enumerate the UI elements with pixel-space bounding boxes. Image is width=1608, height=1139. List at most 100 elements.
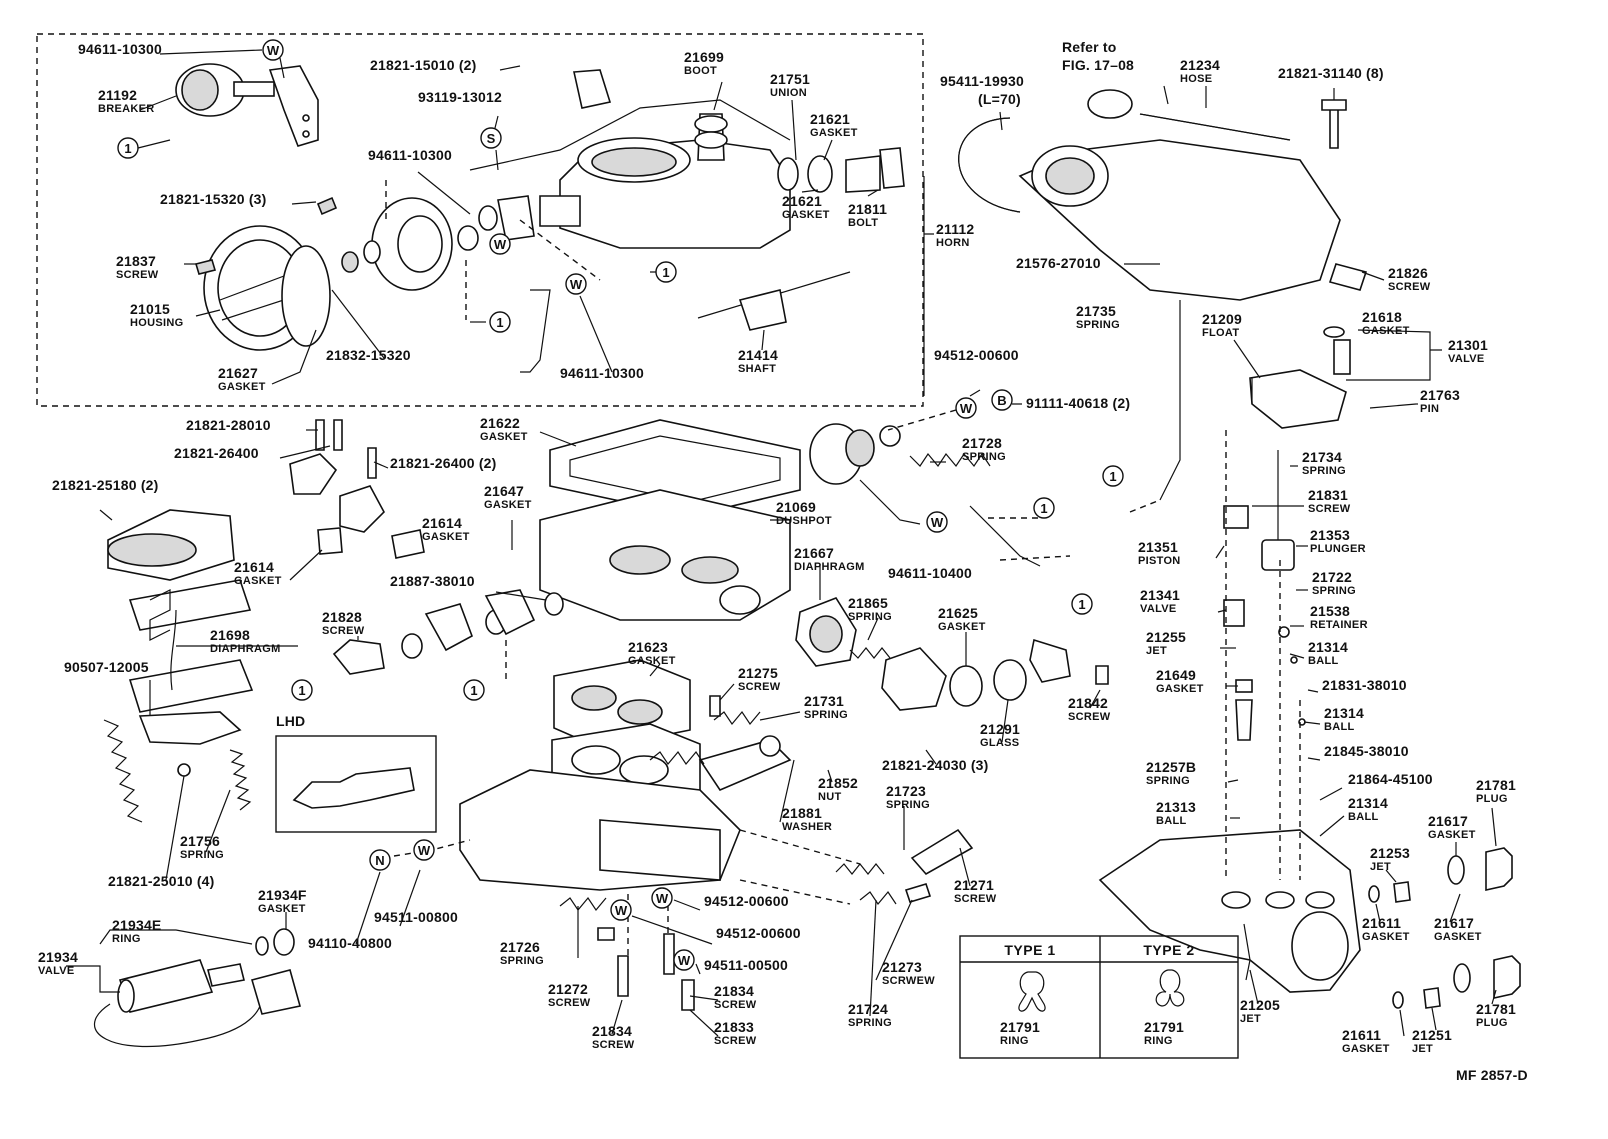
part-name: SCREW [738,681,781,693]
part-label: 93119-13012 [418,89,502,105]
part-number: 21622 [480,415,520,431]
part-number: 21618 [1362,309,1402,325]
part-name: HOSE [1180,73,1212,85]
part-number: 21865 [848,595,888,611]
part-name: RING [112,933,141,945]
part-number: 21722 [1312,569,1352,585]
callout-badge-letter: 1 [496,315,503,330]
callout-badge: W [610,899,632,921]
callout-badge-circle [480,127,502,149]
part-label: 21576-27010 [1016,255,1101,271]
part-number: 21834 [714,983,754,999]
part-name: GASKET [1428,829,1476,841]
part-number: LHD [276,713,305,729]
part-label: 21864-45100 [1348,771,1433,787]
callout-badge-letter: W [418,843,431,858]
part-name: GASKET [258,903,306,915]
float-part [1249,369,1347,429]
callout-badge-circle [463,679,485,701]
part-number: 21253 [1370,845,1410,861]
callout-badge-letter: W [678,953,691,968]
part-name: GLASS [980,737,1019,749]
callout-badge-letter: 1 [124,141,131,156]
part-label: 94512-00600 [704,893,789,909]
callout-badge-circle [610,899,632,921]
part-name: SCREW [548,997,591,1009]
part-number: 21251 [1412,1027,1452,1043]
choke-breaker-cover [107,509,254,713]
part-number: 21314 [1348,795,1388,811]
callout-badge-letter: B [997,393,1006,408]
callout-badge-circle [489,233,511,255]
part-name: PLUG [1476,1017,1508,1029]
part-name: GASKET [810,127,858,139]
part-label: (L=70) [978,91,1021,107]
fast-idle-screws [332,589,564,675]
callout-badge: N [369,849,391,871]
part-label: 94611-10400 [888,565,972,581]
part-name: UNION [770,87,807,99]
part-name: BALL [1308,655,1339,667]
part-name: SCREW [1388,281,1431,293]
part-name: JET [1240,1013,1261,1025]
part-number: 21273 [882,959,922,975]
callout-badge-circle [369,849,391,871]
part-number: 21826 [1388,265,1428,281]
part-number: 94511-00800 [374,909,458,925]
part-name: SPRING [848,611,892,623]
part-name: GASKET [782,209,830,221]
switch-parts [289,419,425,559]
part-label: 21887-38010 [390,573,475,589]
part-name: DUSHPOT [776,515,832,527]
part-name: SCREW [116,269,159,281]
part-name: BOOT [684,65,717,77]
part-name: SPRING [1146,775,1190,787]
part-name: SPRING [804,709,848,721]
callout-badge: W [955,397,977,419]
leader-lines [66,49,1497,1037]
callout-badge-letter: W [615,903,628,918]
part-name: GASKET [1156,683,1204,695]
callout-badge-letter: 1 [470,683,477,698]
part-name: SCREW [714,1035,757,1047]
part-number: 21617 [1428,813,1468,829]
part-number: 21621 [782,193,822,209]
part-number: 21864-45100 [1348,771,1433,787]
part-number: 94512-00600 [716,925,801,941]
part-name: GASKET [480,431,528,443]
callout-badge: 1 [489,311,511,333]
callout-badge-circle [926,511,948,533]
part-name: BREAKER [98,103,155,115]
part-name: SPRING [1076,319,1120,331]
piston-plunger-stack [1159,300,1306,741]
part-number: 21791 [1144,1019,1184,1035]
part-name: GASKET [1342,1043,1390,1055]
part-number: 21698 [210,627,250,643]
callout-badge: W [413,839,435,861]
callout-badge-letter: N [375,853,384,868]
ring-type-2-icon [1155,969,1185,1007]
part-number: 21781 [1476,777,1516,793]
part-name: SPRING [500,955,544,967]
accel-pump-parts [795,597,1109,711]
part-number: 21205 [1240,997,1280,1013]
